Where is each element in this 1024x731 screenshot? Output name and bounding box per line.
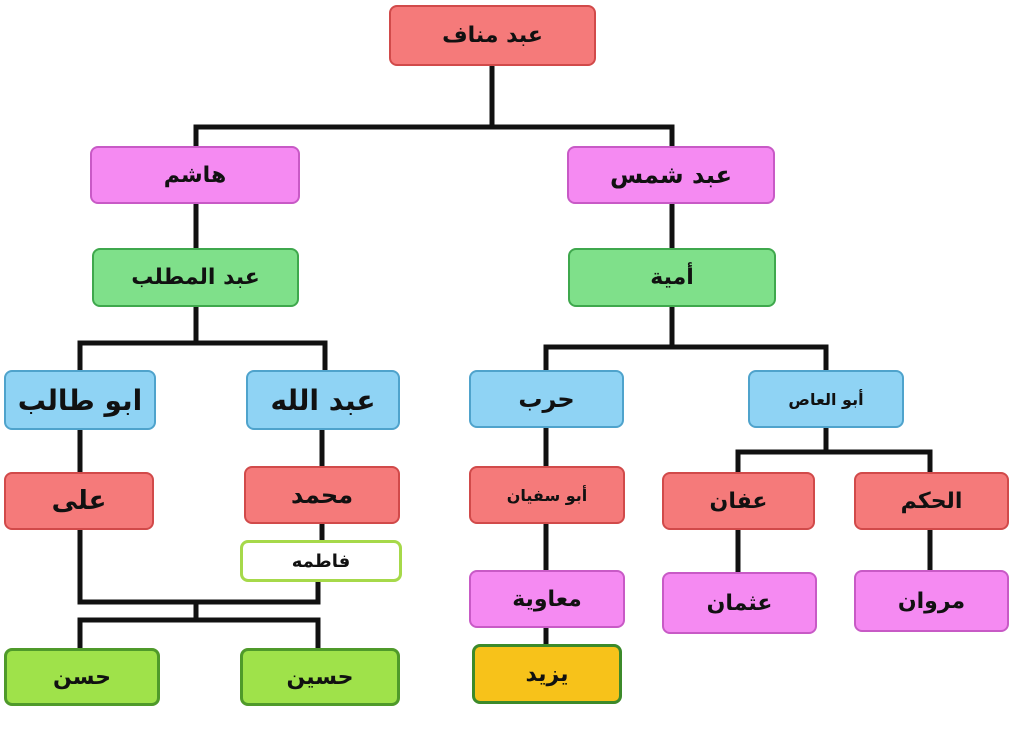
node-abd-manaf: عبد مناف	[389, 5, 596, 66]
node-marwan: مروان	[854, 570, 1009, 632]
node-abu-talib: ابو طالب	[4, 370, 156, 430]
node-harb: حرب	[469, 370, 624, 428]
node-hashim: هاشم	[90, 146, 300, 204]
node-abu-sufyan: أبو سفيان	[469, 466, 625, 524]
node-yazid: يزيد	[472, 644, 622, 704]
node-muhammad: محمد	[244, 466, 400, 524]
node-abd-al-muttalib: عبد المطلب	[92, 248, 299, 307]
node-umayya: أمية	[568, 248, 776, 307]
node-muawiya: معاوية	[469, 570, 625, 628]
node-fatima: فاطمه	[240, 540, 402, 582]
node-abd-shams: عبد شمس	[567, 146, 775, 204]
node-hasan: حسن	[4, 648, 160, 706]
node-uthman: عثمان	[662, 572, 817, 634]
node-husayn: حسين	[240, 648, 400, 706]
node-al-hakam: الحكم	[854, 472, 1009, 530]
node-ali: على	[4, 472, 154, 530]
node-abu-al-as: أبو العاص	[748, 370, 904, 428]
node-abdullah: عبد الله	[246, 370, 400, 430]
node-affan: عفان	[662, 472, 815, 530]
